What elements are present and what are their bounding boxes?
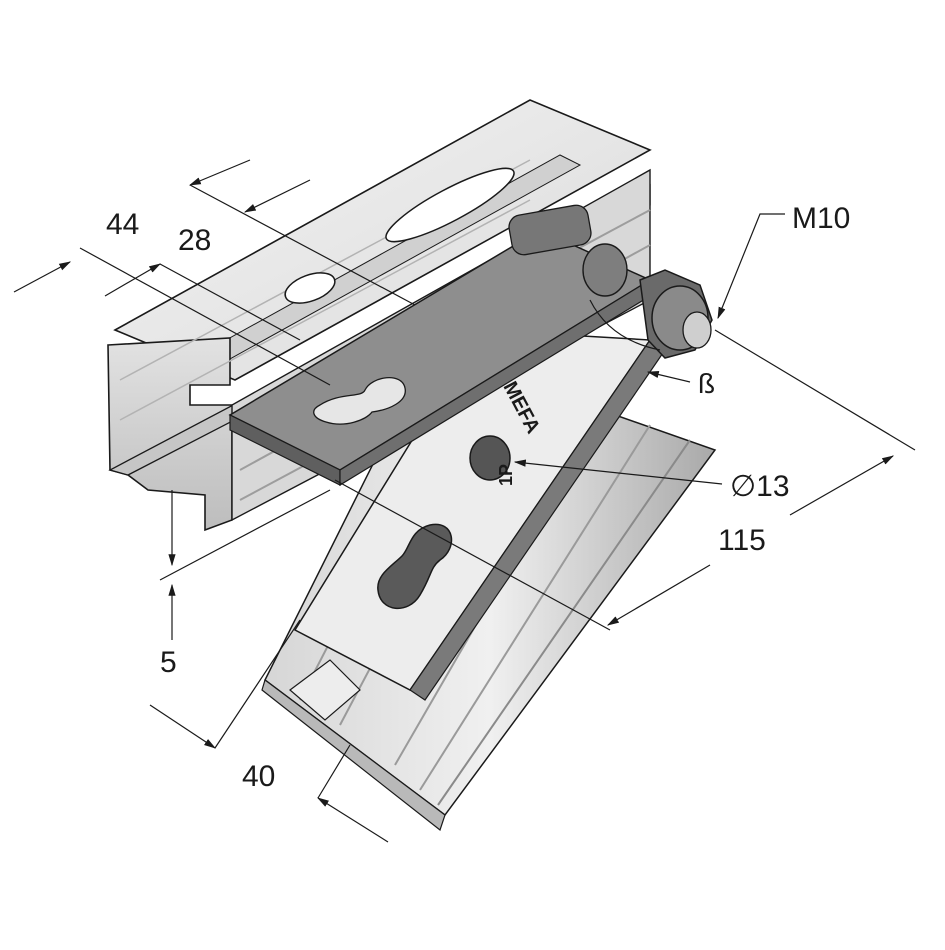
dimension-40-label: 40 [242, 760, 276, 793]
rail-round-hole [284, 272, 336, 304]
hole-diameter-label: ∅13 [730, 470, 790, 503]
dimension-5-label: 5 [160, 646, 177, 679]
dimension-lines [13, 159, 916, 843]
plate-round-hole [469, 435, 511, 481]
hinge-bolt-nut [582, 243, 713, 359]
rail-long-slot [385, 167, 515, 243]
dimension-44-label: 44 [106, 208, 140, 241]
angle-beta-label: ß [698, 368, 716, 399]
angled-bracket-plate: MEFA 1P [293, 329, 666, 701]
plate-double-slot [377, 523, 453, 610]
clamp-double-slot [313, 377, 406, 425]
bolt-size-m10-label: M10 [792, 202, 851, 235]
dimension-28-label: 28 [178, 224, 212, 257]
dimension-115-label: 115 [718, 524, 766, 557]
plate-code-stamp: 1P [496, 464, 516, 486]
